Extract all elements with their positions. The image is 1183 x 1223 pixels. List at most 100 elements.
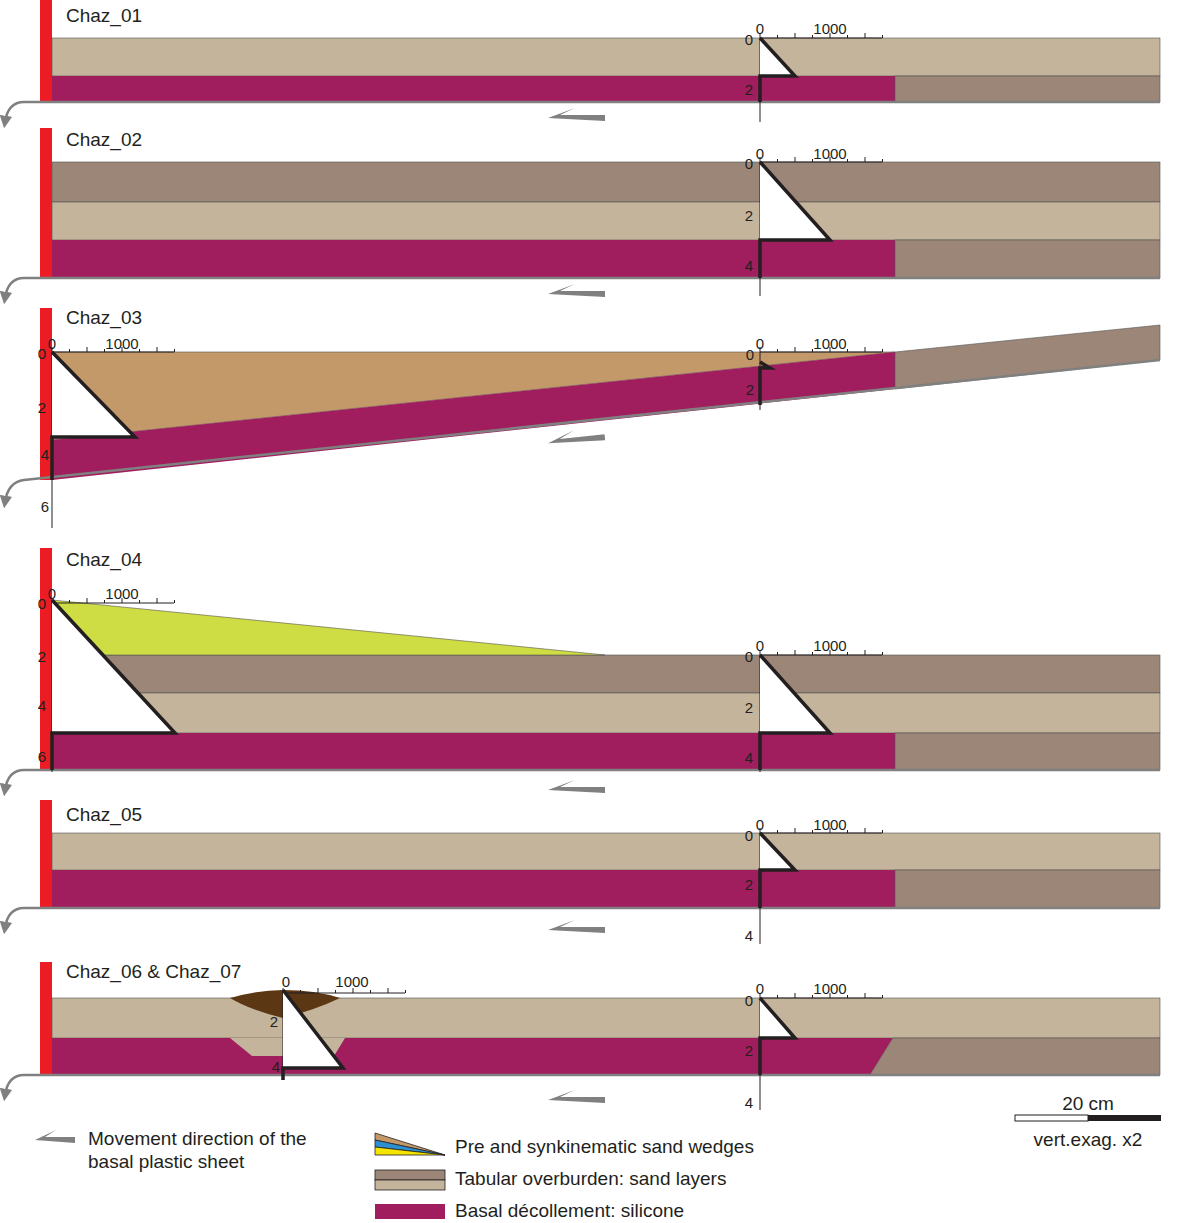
axis-number: 2 (38, 400, 46, 417)
axis-number: 0 (38, 596, 46, 613)
axis-number: 1000 (105, 586, 138, 603)
scale-tick (795, 347, 796, 352)
scale-tick (104, 349, 105, 352)
axis-number: 0 (756, 981, 764, 998)
axis-number: 0 (745, 156, 753, 173)
axis-number: 0 (38, 346, 46, 363)
scale-tick (812, 159, 813, 162)
axis-number: 0 (746, 347, 754, 364)
scale-tick (847, 652, 848, 655)
scale-tick (795, 828, 796, 833)
scale-tick (865, 157, 866, 162)
axis-number: 0 (756, 638, 764, 655)
scale-tick (777, 35, 778, 38)
scale-tick (370, 990, 371, 993)
axis-number: 0 (745, 993, 753, 1010)
scale-tick (335, 990, 336, 993)
scale-tick (882, 35, 883, 38)
scale-label: 20 cm (1062, 1094, 1114, 1115)
scale-tick (157, 598, 158, 603)
axis-number: 1000 (813, 638, 846, 655)
scale-tick (388, 988, 389, 993)
scale-tick (847, 35, 848, 38)
axis-number: 0 (756, 336, 764, 353)
scale-tick (174, 600, 175, 603)
scale-line (52, 603, 174, 604)
axis-number: 2 (746, 382, 754, 399)
scale-tick (847, 830, 848, 833)
axis-number: 2 (745, 700, 753, 717)
axis-number: 0 (282, 974, 290, 991)
legend-text: Basal décollement: silicone (455, 1200, 855, 1223)
axis-number: 0 (756, 817, 764, 834)
scale-tick (812, 35, 813, 38)
scale-tick (300, 990, 301, 993)
axis-number: 2 (745, 1043, 753, 1060)
scale-tick (812, 652, 813, 655)
axis-number: 1000 (813, 21, 846, 38)
scale-tick (795, 993, 796, 998)
scale-tick (777, 652, 778, 655)
scale-tick (882, 652, 883, 655)
axis-number: 0 (745, 649, 753, 666)
scale-tick (882, 995, 883, 998)
axis-number: 4 (41, 447, 49, 464)
model-title: Chaz_03 (66, 308, 142, 329)
axis-number: 1000 (813, 146, 846, 163)
axis-number: 4 (38, 698, 46, 715)
scale-line (760, 38, 882, 39)
scale-line (760, 655, 882, 656)
scale-tick (812, 995, 813, 998)
scale-tick (865, 650, 866, 655)
axis-number: 2 (270, 1014, 278, 1031)
axis-number: 4 (745, 750, 753, 767)
scale-tick (847, 349, 848, 352)
axis-number: 1000 (335, 974, 368, 991)
scale-tick (865, 993, 866, 998)
scale-tick (882, 159, 883, 162)
scale-tick (847, 995, 848, 998)
scale-tick (795, 157, 796, 162)
scale-tick (318, 988, 319, 993)
legend-text: Movement direction of the basal plastic … (88, 1128, 343, 1174)
scale-tick (865, 33, 866, 38)
scale-tick (174, 349, 175, 352)
scale-line (283, 993, 405, 994)
scale-tick (777, 159, 778, 162)
scale-tick (87, 598, 88, 603)
axis-number: 1000 (105, 336, 138, 353)
scale-tick (104, 600, 105, 603)
legend-text: Pre and synkinematic sand wedges (455, 1136, 855, 1159)
axis-number: 4 (745, 928, 753, 945)
scale-tick (847, 159, 848, 162)
scale-tick (812, 830, 813, 833)
scale-tick (777, 995, 778, 998)
axis-number: 6 (38, 749, 46, 766)
axis-number: 0 (745, 32, 753, 49)
scale-tick (405, 990, 406, 993)
model-title: Chaz_02 (66, 130, 142, 151)
axis-number: 4 (272, 1059, 280, 1076)
scale-tick (777, 830, 778, 833)
axis-number: 1000 (813, 336, 846, 353)
axis-number: 2 (745, 877, 753, 894)
model-title: Chaz_01 (66, 6, 142, 27)
axis-number: 4 (745, 1095, 753, 1112)
scale-tick (882, 830, 883, 833)
scale-line (760, 998, 882, 999)
scale-tick (139, 349, 140, 352)
scale-tick (69, 349, 70, 352)
scale-label: vert.exag. x2 (1034, 1130, 1143, 1151)
legend-swatch (375, 1204, 445, 1219)
axis-number: 0 (48, 336, 56, 353)
scale-tick (139, 600, 140, 603)
axis-number: 2 (745, 82, 753, 99)
scale-tick (69, 600, 70, 603)
scale-tick (795, 650, 796, 655)
scale-tick (812, 349, 813, 352)
model-title: Chaz_05 (66, 805, 142, 826)
axis-number: 0 (756, 21, 764, 38)
axis-number: 0 (48, 586, 56, 603)
scale-tick (882, 349, 883, 352)
